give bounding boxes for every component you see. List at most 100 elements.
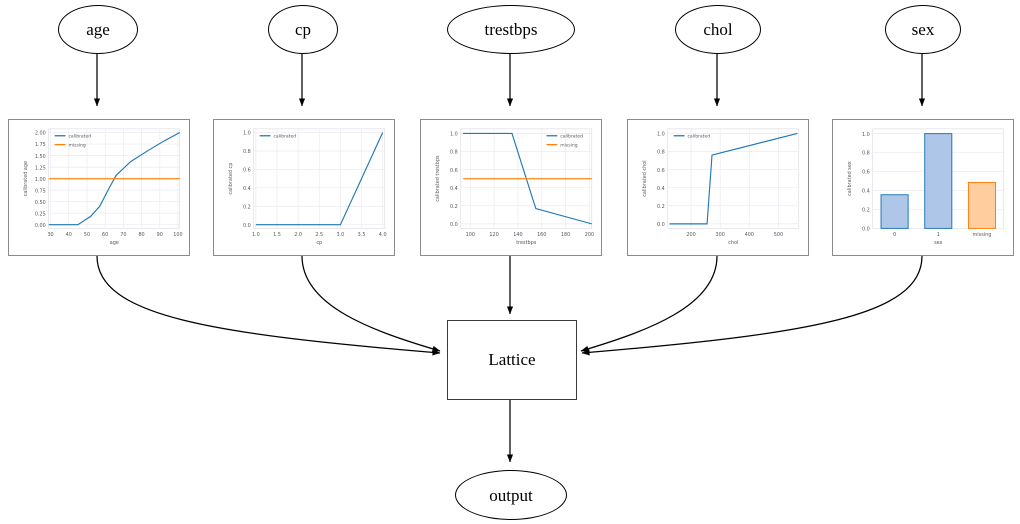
svg-text:1.0: 1.0 — [252, 232, 260, 238]
svg-text:1.0: 1.0 — [862, 132, 870, 138]
svg-text:180: 180 — [561, 232, 570, 238]
node-chol[interactable]: chol — [675, 5, 761, 54]
svg-text:0.2: 0.2 — [450, 204, 458, 210]
svg-text:1.00: 1.00 — [35, 177, 46, 183]
series-calibrated — [255, 132, 384, 226]
svg-text:0.4: 0.4 — [243, 186, 251, 192]
svg-text:0.8: 0.8 — [243, 149, 251, 155]
legend-label-calibrated: calibrated — [273, 134, 296, 140]
svg-text:2.00: 2.00 — [35, 131, 46, 137]
node-output[interactable]: output — [455, 470, 567, 520]
series-calibrated — [463, 132, 592, 225]
svg-text:0.8: 0.8 — [862, 151, 870, 157]
x-axis-label: trestbps — [516, 240, 537, 246]
svg-text:0.00: 0.00 — [35, 223, 46, 229]
y-axis-label: calibrated chol — [642, 160, 648, 196]
svg-text:50: 50 — [84, 232, 90, 238]
node-lattice[interactable]: Lattice — [447, 320, 577, 400]
bar-0 — [880, 194, 909, 229]
svg-text:0.4: 0.4 — [657, 186, 665, 192]
node-trestbps-label: trestbps — [484, 20, 538, 39]
legend-label-calibrated: calibrated — [687, 134, 710, 140]
y-axis-label: calibrated sex — [847, 161, 853, 196]
bar-missing — [967, 181, 996, 229]
svg-text:0: 0 — [893, 232, 896, 238]
node-chol-label: chol — [703, 20, 733, 39]
edge-cp-to-lattice — [301, 255, 441, 352]
edge-chol-to-lattice — [580, 255, 718, 352]
legend-label-missing: missing — [560, 143, 577, 149]
edge-age-to-lattice — [96, 255, 441, 356]
svg-text:60: 60 — [102, 232, 108, 238]
svg-text:0.6: 0.6 — [862, 170, 870, 176]
bar-1 — [924, 133, 953, 229]
svg-text:0.6: 0.6 — [450, 168, 458, 174]
svg-text:120: 120 — [489, 232, 498, 238]
svg-text:1.75: 1.75 — [35, 142, 46, 148]
node-cp-label: cp — [294, 20, 312, 39]
svg-text:300: 300 — [715, 232, 724, 238]
y-axis-label: calibrated age — [23, 161, 29, 196]
node-trestbps[interactable]: trestbps — [447, 5, 575, 54]
svg-text:0.6: 0.6 — [657, 168, 665, 174]
svg-text:0.50: 0.50 — [35, 200, 46, 206]
svg-text:200: 200 — [686, 232, 695, 238]
svg-text:0.2: 0.2 — [862, 208, 870, 214]
svg-text:80: 80 — [138, 232, 144, 238]
svg-text:1.5: 1.5 — [273, 232, 281, 238]
svg-text:90: 90 — [157, 232, 163, 238]
svg-text:500: 500 — [774, 232, 783, 238]
svg-text:1.0: 1.0 — [243, 131, 251, 137]
svg-text:0.4: 0.4 — [862, 189, 870, 195]
x-axis-label: age — [110, 240, 119, 246]
legend-label-missing: missing — [68, 143, 85, 149]
node-sex[interactable]: sex — [885, 5, 961, 54]
node-age-label: age — [86, 20, 110, 39]
node-output-label: output — [489, 485, 533, 505]
svg-text:40: 40 — [66, 232, 72, 238]
legend-label-calibrated: calibrated — [560, 134, 583, 140]
svg-text:3.0: 3.0 — [337, 232, 345, 238]
svg-text:0.2: 0.2 — [657, 204, 665, 210]
svg-text:1.0: 1.0 — [657, 132, 665, 138]
svg-text:30: 30 — [47, 232, 53, 238]
svg-text:1.25: 1.25 — [35, 165, 46, 171]
series-calibrated — [669, 132, 798, 225]
y-axis-label: calibrated trestbps — [435, 155, 441, 202]
svg-text:1.50: 1.50 — [35, 154, 46, 160]
node-sex-label: sex — [911, 20, 935, 39]
y-axis-label: calibrated cp — [228, 163, 234, 195]
svg-text:160: 160 — [537, 232, 546, 238]
node-cp[interactable]: cp — [268, 5, 338, 54]
svg-text:0.0: 0.0 — [450, 222, 458, 228]
svg-text:0.0: 0.0 — [862, 227, 870, 233]
svg-text:0.2: 0.2 — [243, 204, 251, 210]
legend-label-calibrated: calibrated — [68, 134, 91, 140]
svg-text:100: 100 — [173, 232, 182, 238]
node-lattice-label: Lattice — [488, 350, 536, 369]
x-axis-label: sex — [934, 240, 942, 246]
node-age[interactable]: age — [58, 5, 138, 54]
svg-text:140: 140 — [513, 232, 522, 238]
svg-text:0.0: 0.0 — [243, 223, 251, 229]
svg-text:2.5: 2.5 — [315, 232, 323, 238]
x-axis-label: chol — [728, 240, 738, 246]
svg-text:0.4: 0.4 — [450, 186, 458, 192]
edge-sex-to-lattice — [581, 255, 923, 356]
